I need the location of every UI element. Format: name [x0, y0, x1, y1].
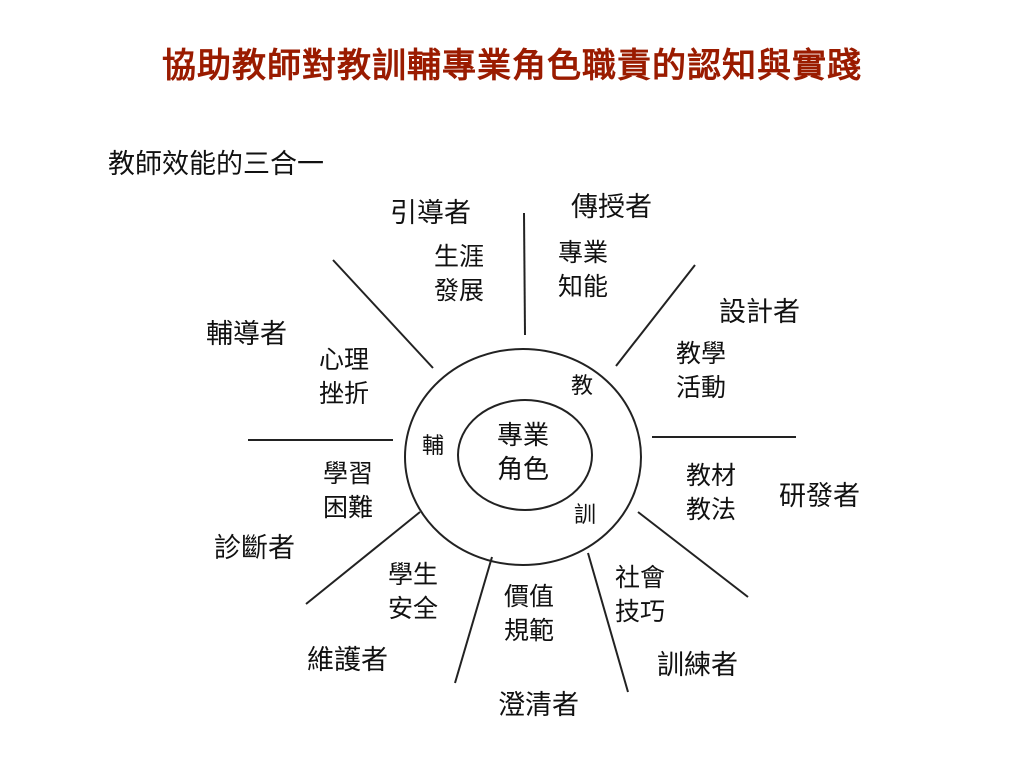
inner-ring	[457, 399, 593, 511]
role-developer-label: 研發者	[779, 481, 860, 512]
area-expertise-label: 專業知能	[558, 238, 609, 301]
role-guide-label: 引導者	[390, 198, 471, 229]
ring-label-guide: 輔	[422, 434, 445, 459]
divider-line-top-left	[332, 259, 434, 369]
role-protector-label: 維護者	[307, 645, 388, 676]
area-materials-methods-label: 教材教法	[686, 461, 737, 524]
area-learning-difficulty-label: 學習困難	[323, 459, 374, 522]
area-psychology-label: 心理挫折	[319, 345, 370, 408]
ring-label-teach: 教	[571, 374, 594, 399]
role-counselor-label: 輔導者	[206, 319, 287, 350]
center-professional-role-label: 專業角色	[497, 421, 550, 485]
area-values-norms-label: 價值規範	[504, 582, 555, 645]
role-trainer-label: 訓練者	[657, 650, 738, 681]
divider-line-bottom-left	[305, 511, 421, 605]
role-diagnostician-label: 診斷者	[214, 533, 295, 564]
role-designer-label: 設計者	[719, 297, 800, 328]
divider-line-bottom-center-right	[587, 552, 629, 693]
slide-title: 協助教師對教訓輔專業角色職責的認知與實踐	[162, 46, 862, 86]
diagram-subtitle: 教師效能的三合一	[108, 149, 324, 180]
divider-line-bottom-right	[637, 511, 749, 598]
area-student-safety-label: 學生安全	[388, 560, 439, 623]
divider-line-top	[523, 212, 526, 336]
area-career-label: 生涯發展	[434, 242, 485, 305]
outer-ring	[404, 348, 642, 566]
divider-line-bottom-center-left	[454, 556, 493, 684]
area-social-skills-label: 社會技巧	[615, 563, 666, 626]
ring-label-discipline: 訓	[574, 503, 597, 528]
role-instructor-label: 傳授者	[571, 192, 652, 223]
divider-line-top-right	[615, 264, 696, 367]
area-teaching-activity-label: 教學活動	[676, 339, 727, 402]
role-clarifier-label: 澄清者	[498, 690, 579, 721]
